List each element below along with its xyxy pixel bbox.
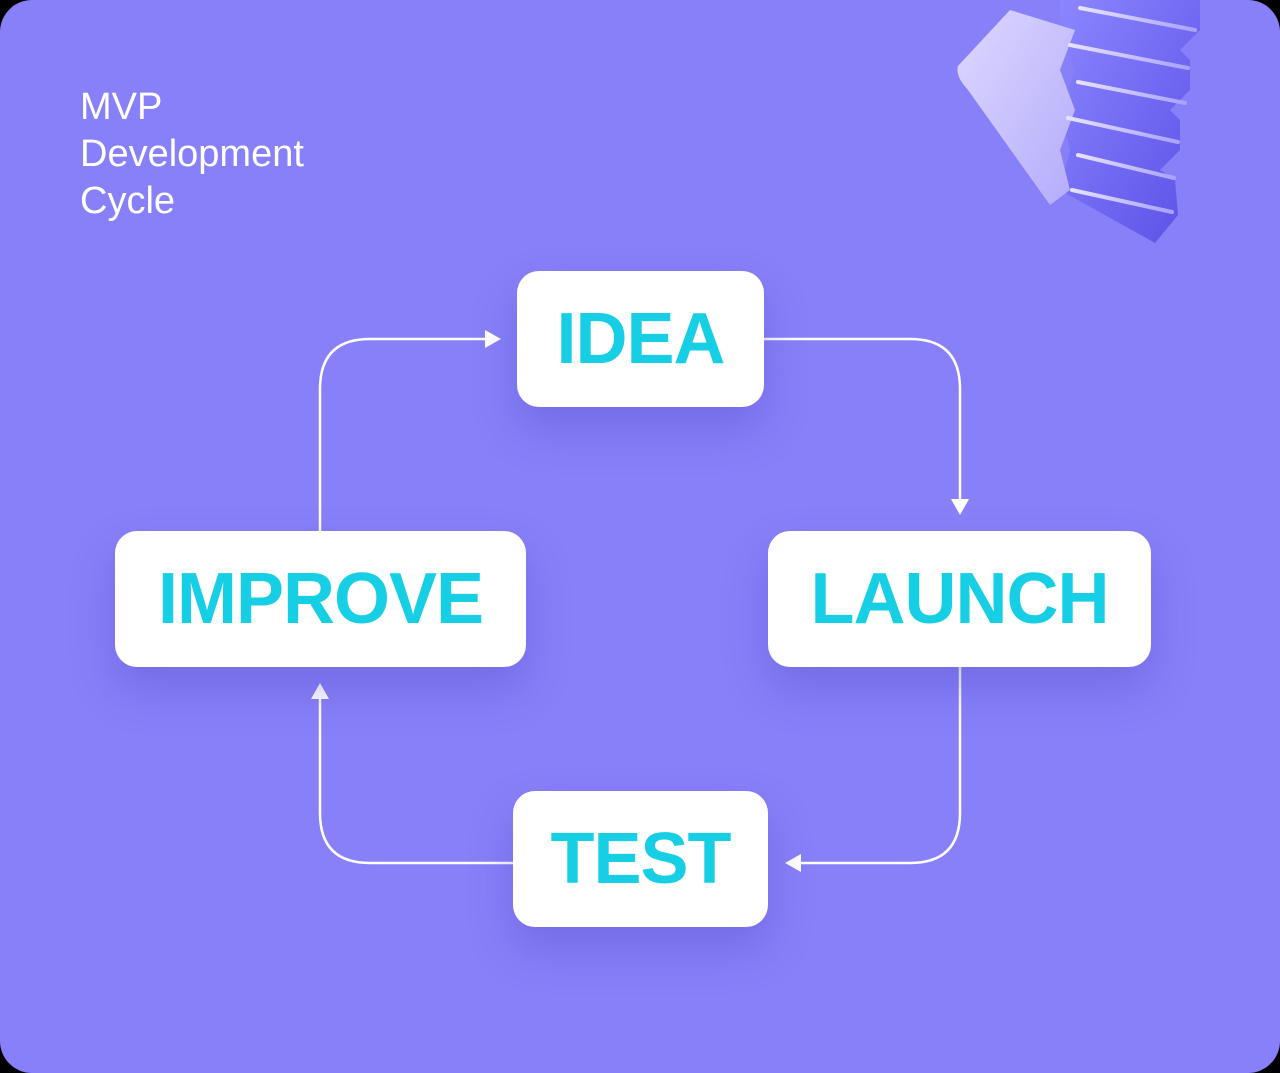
arrowhead-to-idea: [485, 330, 501, 348]
node-test: TEST: [513, 791, 768, 927]
title-line-1: MVP: [80, 86, 163, 128]
node-improve: IMPROVE: [115, 531, 526, 667]
arrowhead-to-improve: [311, 683, 329, 699]
stairs-body: [1060, 0, 1200, 243]
title-line-2: Development: [80, 133, 304, 175]
connector-idea-to-launch: [762, 337, 962, 502]
node-idea: IDEA: [517, 271, 764, 407]
title-line-3: Cycle: [80, 180, 176, 222]
node-launch-label: LAUNCH: [810, 559, 1110, 639]
connector-improve-to-idea: [318, 337, 490, 533]
connector-launch-to-test: [796, 665, 962, 865]
connector-test-to-improve: [318, 696, 515, 865]
node-launch: LAUNCH: [768, 531, 1151, 667]
arrowhead-to-launch: [951, 499, 969, 515]
stairs-slab: [957, 10, 1075, 205]
node-test-label: TEST: [550, 819, 731, 899]
node-improve-label: IMPROVE: [157, 559, 484, 639]
arrowhead-to-test: [785, 854, 801, 872]
stairs-3d-icon: [957, 0, 1200, 243]
node-idea-label: IDEA: [556, 299, 725, 379]
stairs-steps: [1066, 6, 1197, 214]
diagram-title: MVP Development Cycle: [80, 84, 304, 225]
